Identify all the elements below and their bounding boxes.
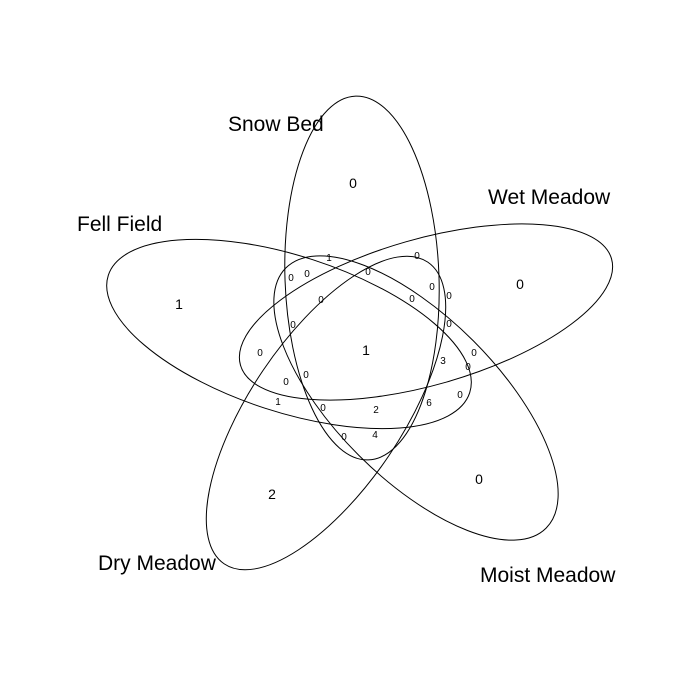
count-region: 0 [320, 403, 326, 414]
count-fell-field-only: 1 [175, 296, 183, 312]
count-region: 4 [372, 430, 378, 441]
count-region: 6 [426, 398, 432, 409]
count-dry-meadow-only: 2 [268, 486, 276, 502]
label-moist-meadow: Moist Meadow [480, 564, 616, 587]
ellipse-dry-meadow [205, 255, 447, 571]
count-moist-meadow-only: 0 [475, 471, 483, 487]
count-region: 1 [326, 253, 332, 264]
count-snow-bed-only: 0 [349, 175, 357, 191]
label-fell-field: Fell Field [77, 213, 162, 236]
count-region: 0 [304, 269, 310, 280]
label-snow-bed: Snow Bed [228, 113, 324, 136]
count-region: 0 [429, 282, 435, 293]
label-wet-meadow: Wet Meadow [488, 186, 611, 209]
set-labels: Snow Bed Wet Meadow Moist Meadow Dry Mea… [77, 113, 616, 587]
ellipse-moist-meadow [273, 255, 559, 541]
count-region: 0 [365, 267, 371, 278]
count-region: 0 [457, 390, 463, 401]
count-region: 0 [318, 295, 324, 306]
count-region: 0 [409, 294, 415, 305]
count-region: 0 [288, 273, 294, 284]
count-region: 0 [414, 251, 420, 262]
count-wet-meadow-only: 0 [516, 276, 524, 292]
count-region: 0 [446, 291, 452, 302]
count-region: 3 [440, 356, 446, 367]
count-all-five: 1 [362, 342, 370, 358]
count-region: 0 [283, 377, 289, 388]
count-region: 0 [446, 319, 452, 330]
count-region: 0 [465, 362, 471, 373]
count-region: 0 [290, 320, 296, 331]
count-region: 1 [275, 397, 281, 408]
count-region: 0 [471, 348, 477, 359]
ellipse-wet-meadow [238, 223, 614, 401]
set-ellipses [106, 95, 614, 571]
ellipse-fell-field [106, 238, 472, 430]
count-region: 0 [341, 432, 347, 443]
count-region: 2 [373, 405, 379, 416]
label-dry-meadow: Dry Meadow [98, 552, 217, 575]
count-region: 0 [303, 370, 309, 381]
count-region: 0 [257, 348, 263, 359]
region-counts: 0 0 0 2 1 1 0 1 0 0 0 0 0 0 0 0 0 0 0 3 … [175, 175, 524, 502]
